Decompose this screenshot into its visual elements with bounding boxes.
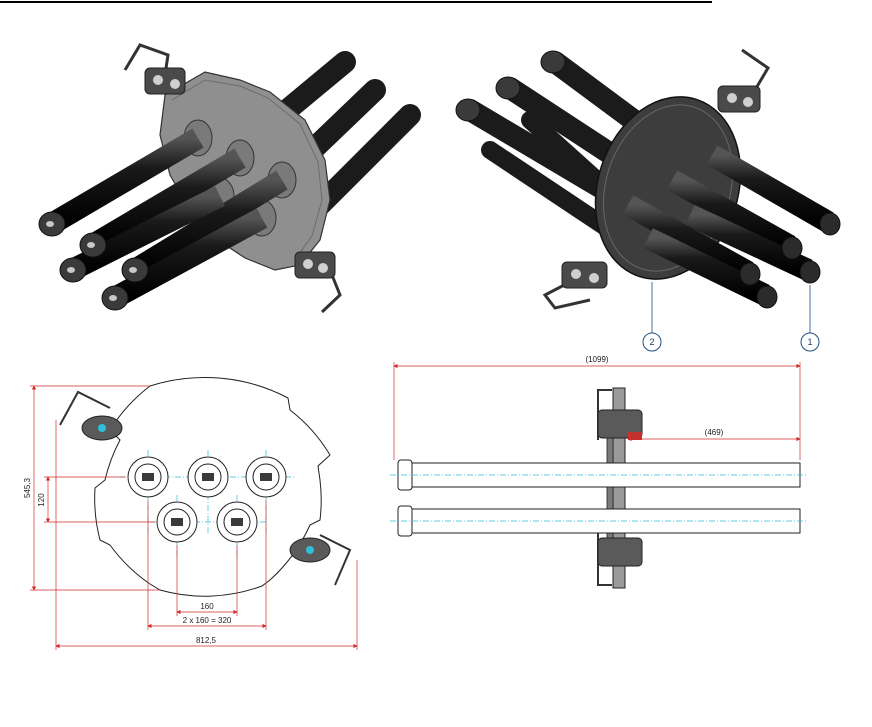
plan-dimension-lines (30, 385, 358, 650)
dim-pitch: 160 (200, 602, 214, 611)
side-view: (1099) (469) (390, 355, 808, 589)
plan-tube-holes (127, 456, 287, 543)
iso-front-clamp-top (123, 43, 186, 95)
dim-span: 2 x 160 = 320 (183, 616, 232, 625)
side-clamp-top (597, 389, 643, 440)
iso-view-back: 2 1 (455, 48, 841, 352)
dim-height-total: 545,3 (23, 477, 32, 498)
balloon-1-label: 1 (807, 337, 812, 347)
iso-back-clamp-bottom (542, 261, 608, 310)
balloon-1: 1 (800, 332, 820, 352)
plan-view: 545,3 120 160 2 x 160 = 320 812,5 (23, 377, 358, 650)
iso-front-tubes (49, 128, 288, 306)
balloon-2-label: 2 (649, 337, 654, 347)
side-tube-end-caps (397, 459, 413, 537)
plan-clamp-bottom-right (289, 534, 352, 586)
dim-width-total: 812,5 (196, 636, 217, 645)
iso-back-tubes (622, 145, 834, 305)
plan-clamp-top-left (59, 390, 123, 441)
iso-back-clamp-top (717, 48, 771, 113)
balloon-2: 2 (642, 332, 662, 352)
side-clamp-bottom (597, 530, 643, 586)
dim-tube-length: (469) (705, 428, 724, 437)
side-dimension-lines (393, 362, 801, 460)
dim-row-spacing: 120 (37, 493, 46, 507)
iso-view-front (38, 43, 421, 314)
dim-overall-length: (1099) (585, 355, 608, 364)
iso-front-clamp-bottom (294, 251, 342, 314)
side-tubes (411, 462, 801, 534)
